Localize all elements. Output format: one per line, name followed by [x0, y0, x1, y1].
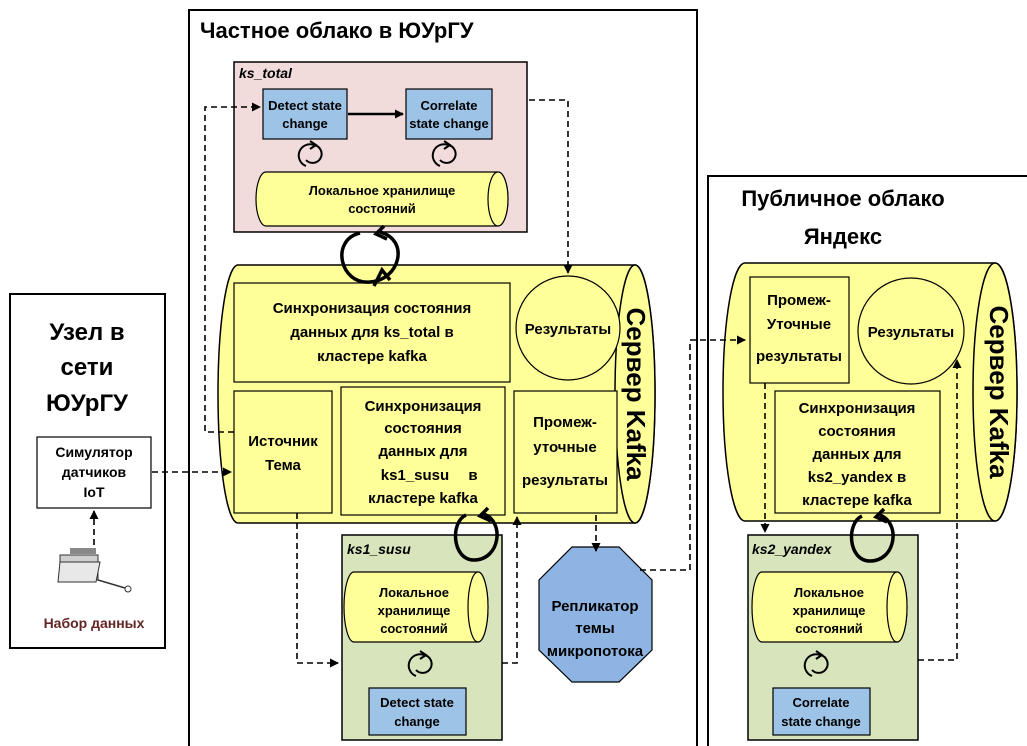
dataset-label: Набор данных: [44, 615, 145, 631]
y-inter-line2: Уточные: [767, 316, 831, 333]
inter-line3: результаты: [522, 472, 608, 489]
ks2-correlate-line1: Correlate: [792, 695, 849, 710]
ks-total-store-line1: Локальное хранилище: [309, 183, 455, 198]
ks-total-detect-line2: change: [282, 116, 328, 131]
ks1-store-line3: состояний: [380, 621, 448, 636]
sync-yandex-line4: ks2_yandex в: [808, 469, 906, 486]
ks1-susu-label: ks1_susu: [347, 541, 411, 557]
sync-total-line1: Синхронизация состояния: [273, 300, 472, 317]
sync-susu-line4: ks1_susu: [381, 467, 449, 484]
inter-line2: уточные: [533, 439, 596, 456]
ks1-susu-sync-loop-icon: [453, 506, 499, 562]
ks-total-correlate-line2: state change: [409, 116, 488, 131]
ks2-yandex-local-store: [751, 571, 908, 643]
ks2-store-line1: Локальное: [794, 585, 864, 600]
ks-total-detect-box: [262, 88, 348, 140]
simulator-line3: IoT: [84, 484, 105, 500]
ks1-store-line2: хранилище: [378, 603, 451, 618]
results-label: Результаты: [525, 321, 611, 338]
ks1-detect-line1: Detect state: [380, 695, 454, 710]
ks2-yandex-loop-icon: [803, 650, 829, 677]
ks2-store-line3: состояний: [795, 621, 863, 636]
ks1-detect-box: [368, 687, 467, 736]
node-title-line2: сети: [61, 354, 114, 381]
source-topic-line2: Тема: [265, 457, 301, 474]
public-cloud-title-line1: Публичное облако: [741, 186, 944, 211]
inter-line1: Промеж-: [533, 414, 597, 431]
ks-total-correlate-loop-icon: [431, 140, 457, 167]
sync-yandex-line1: Синхронизация: [799, 400, 916, 417]
ks2-yandex-label: ks2_yandex: [752, 541, 833, 557]
intermediate-results-box: [513, 390, 618, 514]
public-cloud-title-line2: Яндекс: [804, 224, 882, 249]
simulator-line2: датчиков: [62, 464, 127, 480]
yandex-results-label: Результаты: [868, 324, 954, 341]
ks2-store-line2: хранилище: [793, 603, 866, 618]
ks1-susu-local-store: [343, 571, 489, 643]
ks-total-store-line2: состояний: [348, 201, 416, 216]
sync-susu-line6: кластере kafka: [368, 490, 478, 507]
source-topic-line1: Источник: [248, 433, 318, 450]
y-inter-line3: результаты: [756, 348, 842, 365]
ks-total-local-store: [255, 171, 509, 227]
ks1-susu-loop-icon: [407, 650, 433, 677]
replicator-octagon: [538, 546, 653, 683]
ks2-to-yandex-results-arrow: [918, 359, 962, 661]
ks1-detect-line2: change: [394, 714, 440, 729]
sync-susu-line1: Синхронизация: [365, 398, 482, 415]
source-to-detect-arrow: [204, 102, 261, 433]
y-inter-line1: Промеж-: [767, 292, 831, 309]
yandex-intermediate-box: [749, 276, 850, 384]
node-title-line1: Узел в: [49, 319, 124, 346]
results-circle: [515, 275, 621, 381]
source-topic-box: [233, 390, 333, 514]
sync-yandex-line5: кластере kafka: [802, 492, 912, 509]
ks-total-detect-line1: Detect state: [268, 98, 342, 113]
ks-total-label: ks_total: [239, 65, 293, 81]
ks-total-correlate-line1: Correlate: [420, 98, 477, 113]
ks1-to-intermediate-arrow: [502, 516, 522, 664]
replicator-line1: Репликатор: [551, 598, 638, 615]
dashed-connectors: [89, 99, 962, 668]
ks2-correlate-line2: state change: [781, 714, 860, 729]
ks-total-correlate-box: [405, 88, 493, 140]
replicator-to-yandex-arrow: [640, 335, 746, 571]
ks-total-sync-loop-icon: [340, 224, 400, 287]
private-cloud-title: Частное облако в ЮУрГУ: [200, 18, 474, 43]
sync-susu-line5: в: [468, 467, 477, 484]
node-title-line3: ЮУрГУ: [46, 390, 129, 417]
dataset-folder-icon: [57, 548, 132, 593]
sync-total-line3: кластере kafka: [317, 348, 427, 365]
sync-susu-line3: данных для: [378, 443, 467, 460]
sync-susu-box: [340, 386, 506, 516]
sync-yandex-line2: состояния: [818, 423, 896, 440]
source-to-ks1-arrow: [296, 513, 339, 668]
ks2-yandex-sync-loop-icon: [849, 507, 895, 563]
replicator-line2: темы: [575, 620, 614, 637]
ks-total-to-results-arrow: [529, 99, 573, 274]
sync-total-line2: данных для ks_total в: [290, 324, 453, 341]
ks-total-detect-loop-icon: [297, 140, 323, 167]
iot-simulator-box: [36, 436, 152, 509]
kafka-yandex-server-label: Сервер Kafka: [984, 305, 1014, 479]
sync-yandex-box: [774, 390, 941, 514]
kafka-main-server-label: Сервер Kafka: [621, 307, 651, 481]
yandex-results-circle: [857, 277, 965, 385]
sync-yandex-line3: данных для: [812, 446, 901, 463]
ks2-correlate-box: [772, 687, 871, 736]
sync-susu-line2: состояния: [384, 420, 462, 437]
simulator-line1: Симулятор: [55, 444, 132, 460]
replicator-line3: микропотока: [547, 643, 644, 660]
ks1-store-line1: Локальное: [379, 585, 449, 600]
